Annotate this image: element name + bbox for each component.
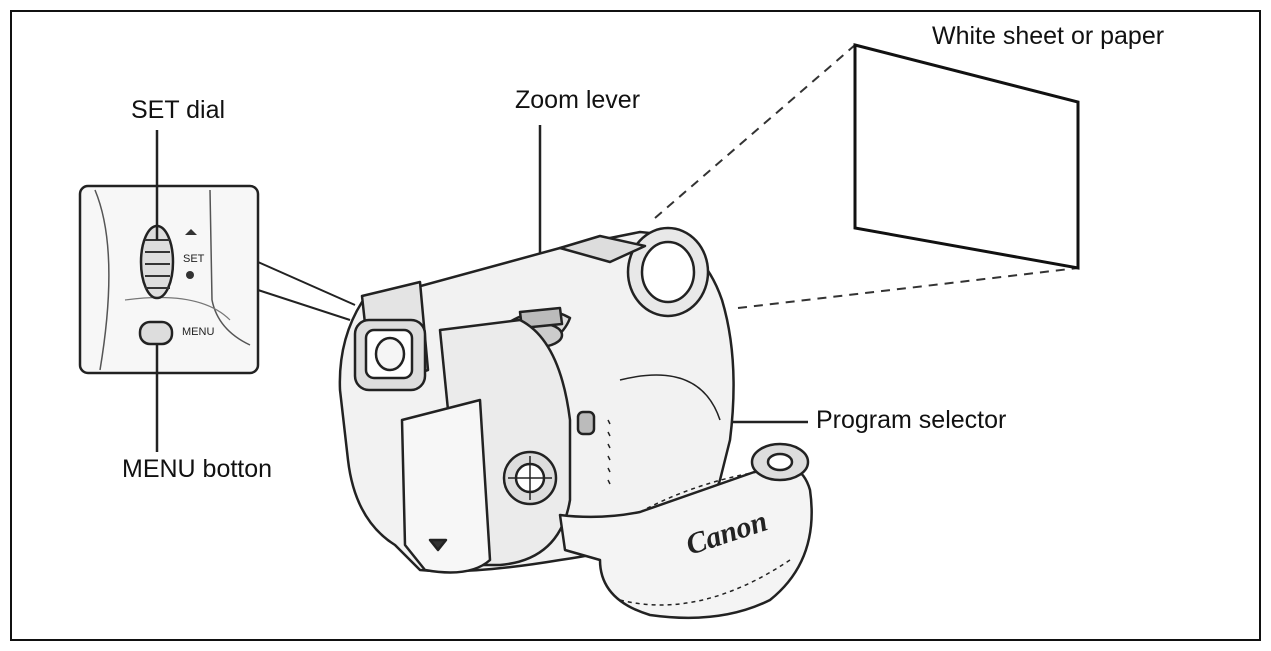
inset-detail: SET MENU bbox=[78, 184, 260, 375]
label-white-sheet: White sheet or paper bbox=[932, 22, 1165, 50]
inset-set-text: SET bbox=[183, 253, 205, 265]
label-zoom-lever: Zoom lever bbox=[515, 86, 641, 114]
projection-line-bottom bbox=[737, 267, 1079, 309]
label-menu-button: MENU botton bbox=[122, 455, 273, 483]
diagram-border bbox=[10, 10, 1261, 641]
menu-button-shape bbox=[138, 320, 174, 346]
camcorder bbox=[338, 226, 813, 620]
inset-menu-text: MENU bbox=[182, 326, 214, 338]
label-set-dial: SET dial bbox=[131, 96, 226, 124]
label-program-selector: Program selector bbox=[816, 406, 1007, 434]
white-sheet bbox=[853, 43, 1080, 270]
projection-line-top bbox=[654, 44, 856, 219]
